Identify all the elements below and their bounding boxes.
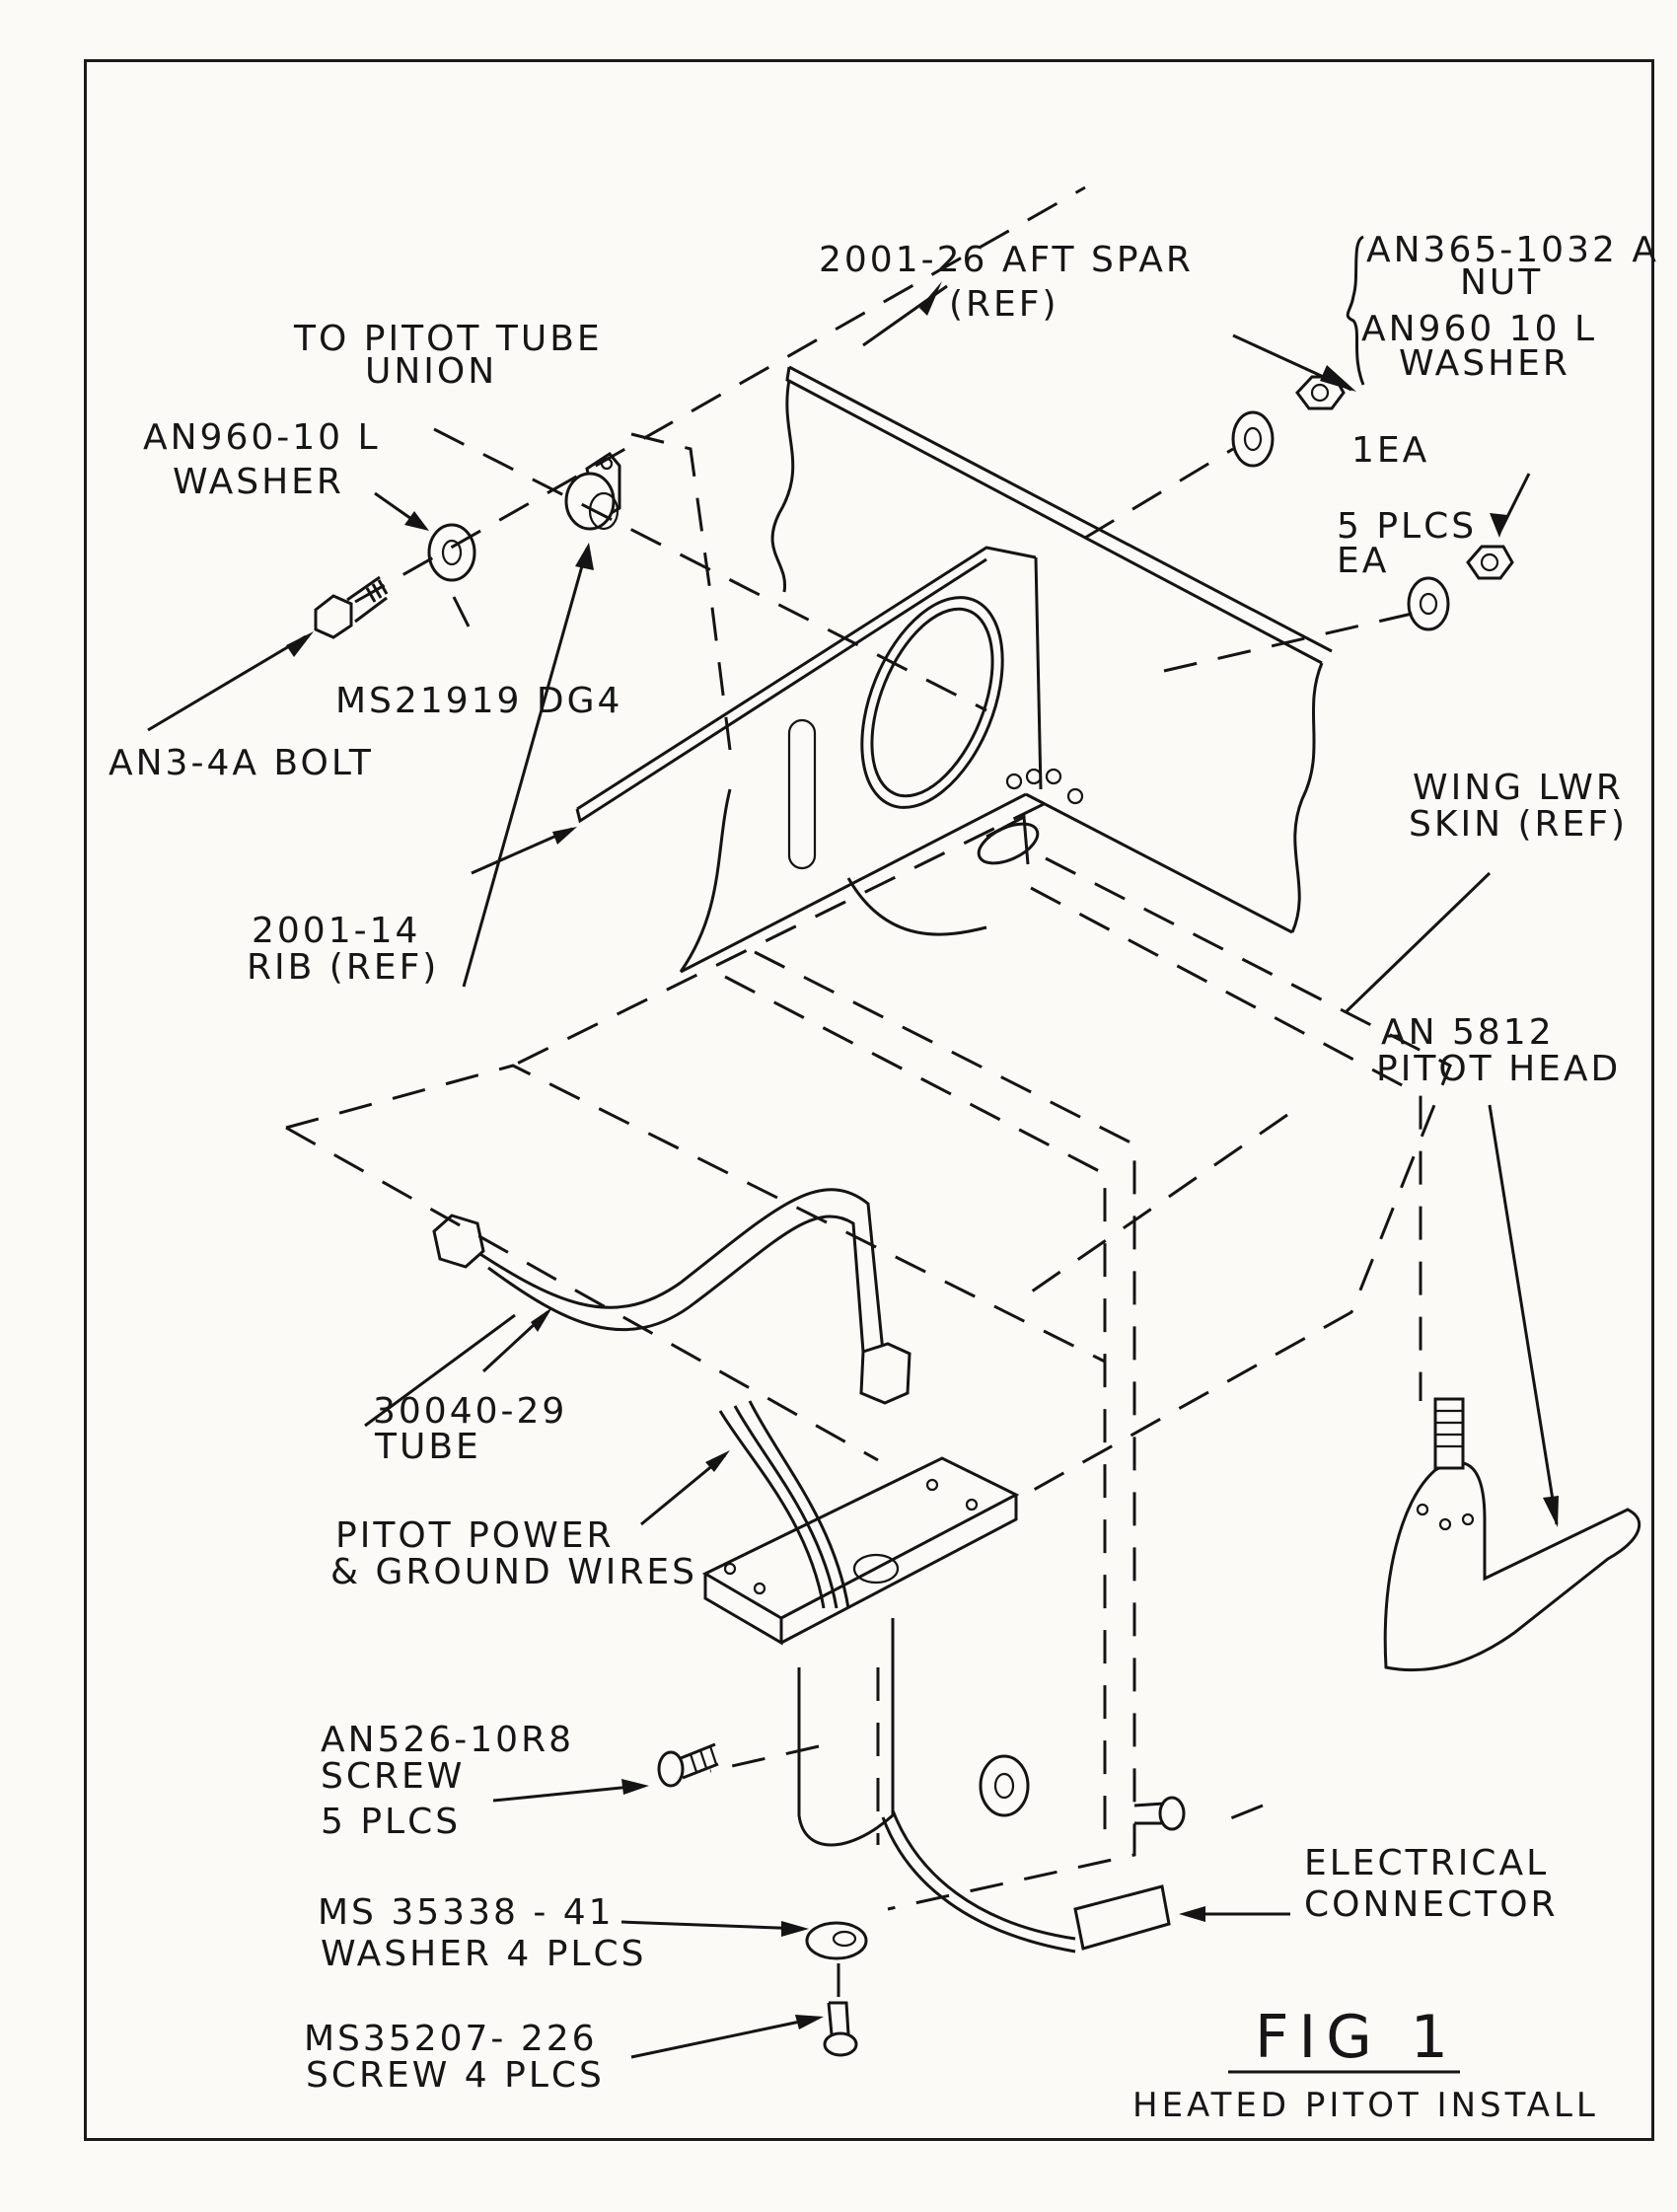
svg-text:& GROUND WIRES: & GROUND WIRES (330, 1552, 697, 1592)
screw-right-of-bracket (1133, 1796, 1186, 1831)
wing-lower-skin (846, 768, 1293, 936)
svg-text:ELECTRICAL: ELECTRICAL (1304, 1843, 1549, 1883)
screw-ms35207-226 (823, 2001, 858, 2057)
nut-an365-1032a-top (1295, 375, 1346, 410)
svg-text:MS 35338 - 41: MS 35338 - 41 (318, 1892, 615, 1933)
label-connector: ELECTRICAL CONNECTOR (1304, 1843, 1559, 1925)
svg-text:AN526-10R8: AN526-10R8 (321, 1720, 574, 1760)
pitot-head-an5812 (1383, 1397, 1641, 1672)
label-pitot-head: AN 5812 PITOT HEAD (1376, 1012, 1621, 1089)
pitot-power-ground-wires (718, 1400, 850, 1609)
svg-text:RIB (REF): RIB (REF) (247, 947, 439, 988)
svg-text:CONNECTOR: CONNECTOR (1304, 1884, 1559, 1925)
label-pitot-union: TO PITOT TUBE UNION (293, 319, 603, 392)
electrical-connector-part (881, 1809, 1171, 1954)
pitot-mount-bracket (701, 1456, 1020, 1847)
svg-text:AN 5812: AN 5812 (1381, 1012, 1555, 1053)
svg-text:WASHER: WASHER (1399, 343, 1570, 384)
svg-text:AN960-10 L: AN960-10 L (143, 417, 381, 458)
washer-ms35338-41 (805, 1921, 868, 1960)
label-wing-skin: WING LWR SKIN (REF) (1409, 768, 1628, 845)
svg-text:WING LWR: WING LWR (1413, 768, 1624, 808)
svg-text:AN960 10 L: AN960 10 L (1361, 309, 1597, 349)
svg-text:PITOT POWER: PITOT POWER (335, 1515, 615, 1556)
label-brace (1346, 235, 1365, 386)
label-screw-ms: MS35207- 226 SCREW 4 PLCS (304, 2019, 605, 2096)
svg-text:5 PLCS: 5 PLCS (1337, 506, 1477, 547)
svg-text:(REF): (REF) (949, 284, 1059, 325)
svg-text:SCREW: SCREW (321, 1756, 465, 1797)
svg-text:SCREW 4 PLCS: SCREW 4 PLCS (306, 2055, 605, 2096)
label-washer-ms: MS 35338 - 41 WASHER 4 PLCS (318, 1892, 646, 1974)
svg-text:WASHER 4 PLCS: WASHER 4 PLCS (321, 1934, 646, 1974)
tube-30040-29 (432, 1188, 911, 1405)
svg-text:UNION: UNION (365, 351, 497, 392)
figure-title: FIG 1 (1255, 2003, 1458, 2072)
svg-text:EA: EA (1337, 541, 1389, 581)
svg-text:30040-29: 30040-29 (373, 1391, 567, 1432)
label-bolt: AN3-4A BOLT (109, 743, 374, 783)
lightening-hole (860, 596, 1004, 809)
washer-an960-10l-lower (1407, 576, 1450, 631)
svg-text:TO PITOT TUBE: TO PITOT TUBE (293, 319, 603, 359)
screw-an526-10r8 (657, 1742, 719, 1788)
svg-text:NUT: NUT (1460, 262, 1543, 303)
leader-lines (147, 281, 1559, 2059)
washer-an960-10l-left (427, 523, 476, 582)
nut-an365-1032a-lower (1466, 545, 1514, 580)
figure-caption: FIG 1 HEATED PITOT INSTALL (1132, 2003, 1599, 2125)
clamp-ms21919-dg4 (564, 452, 621, 531)
figure-subtitle: HEATED PITOT INSTALL (1132, 2086, 1599, 2125)
alignment-lines (285, 185, 1452, 2003)
label-qty-five: 5 PLCS EA (1337, 506, 1477, 581)
washer-an960-10l-top (1231, 410, 1275, 468)
drawing-border (84, 59, 1654, 2141)
label-wires: PITOT POWER & GROUND WIRES (330, 1515, 697, 1592)
label-nut: AN365-1032 A NUT (1366, 230, 1659, 303)
washer-right-of-bracket (979, 1754, 1030, 1817)
label-aft-spar: 2001-26 AFT SPAR (REF) (819, 240, 1194, 325)
svg-text:2001-14: 2001-14 (252, 911, 420, 951)
label-washer-right: AN960 10 L WASHER (1361, 309, 1597, 384)
svg-text:2001-26 AFT SPAR: 2001-26 AFT SPAR (819, 240, 1194, 280)
svg-text:SKIN (REF): SKIN (REF) (1409, 804, 1628, 845)
label-rib: 2001-14 RIB (REF) (247, 911, 439, 988)
label-screw-526: AN526-10R8 SCREW 5 PLCS (321, 1720, 574, 1842)
aft-spar (770, 365, 1333, 933)
svg-text:5 PLCS: 5 PLCS (321, 1802, 461, 1842)
svg-text:PITOT HEAD: PITOT HEAD (1376, 1049, 1621, 1089)
svg-text:AN365-1032 A: AN365-1032 A (1366, 230, 1659, 270)
svg-text:WASHER: WASHER (173, 462, 344, 502)
bolt-an3-4a (314, 575, 389, 639)
label-clamp: MS21919 DG4 (335, 681, 622, 721)
label-qty-one: 1EA (1351, 430, 1429, 471)
svg-text:MS35207- 226: MS35207- 226 (304, 2019, 598, 2059)
label-washer-left: AN960-10 L WASHER (143, 417, 381, 502)
svg-text:TUBE: TUBE (374, 1427, 481, 1467)
rib (575, 546, 1043, 974)
label-tube: 30040-29 TUBE (373, 1391, 567, 1467)
